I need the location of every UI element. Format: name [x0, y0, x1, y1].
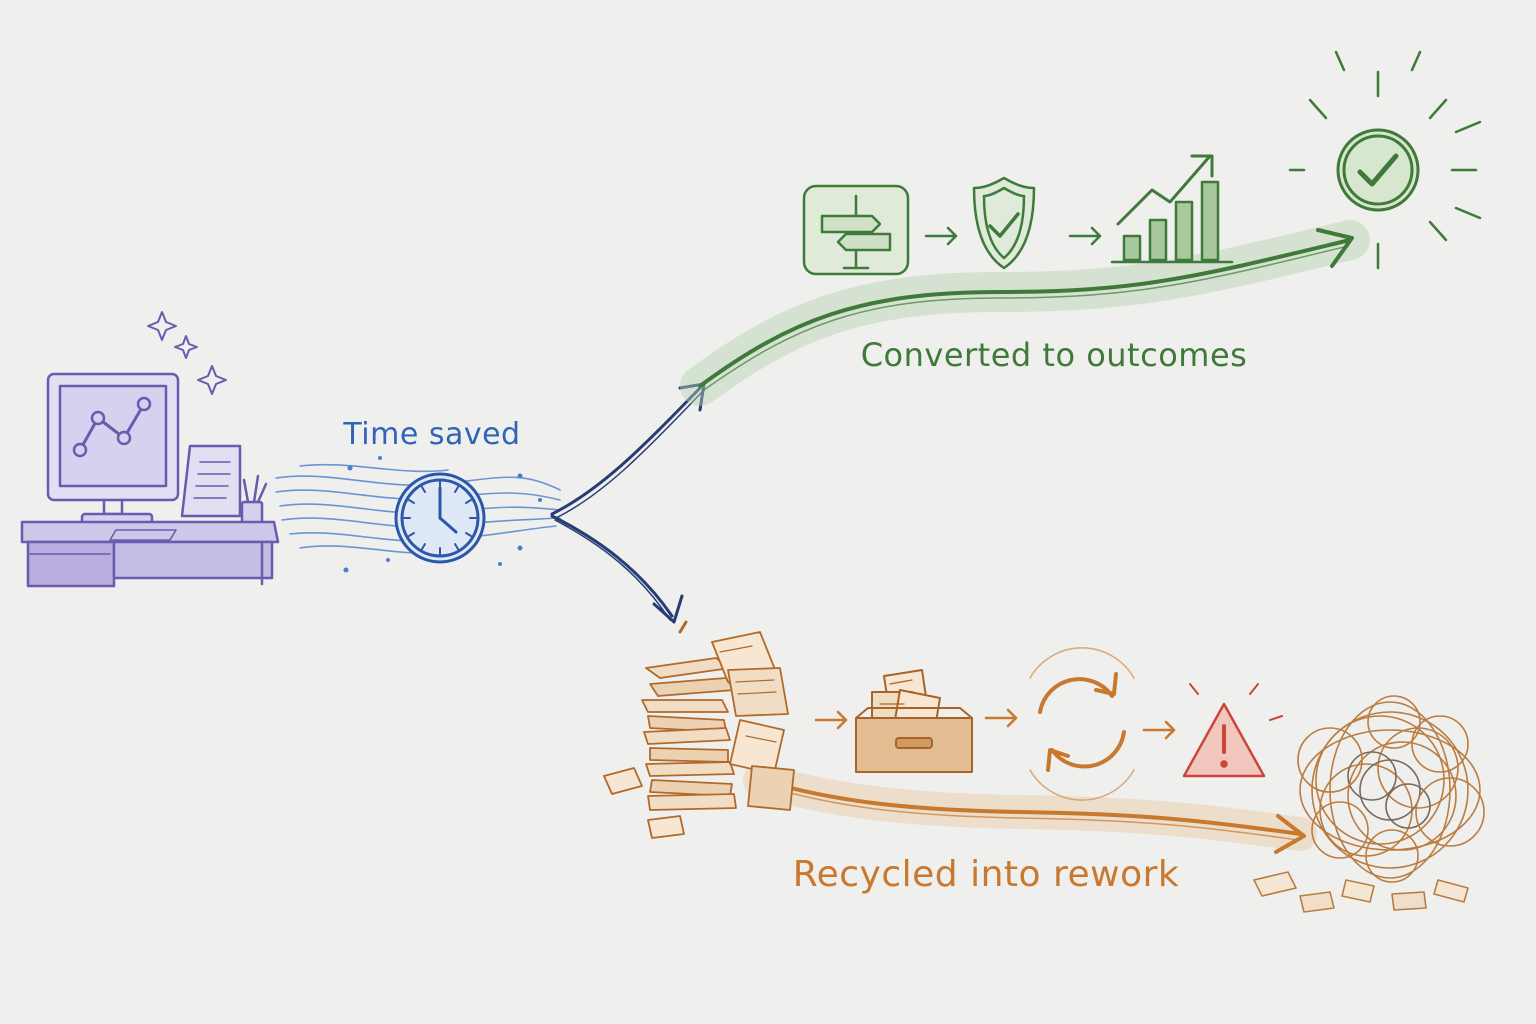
warning-icon [1182, 683, 1283, 778]
arrow-green-2 [1068, 226, 1102, 246]
signpost-icon [802, 184, 910, 276]
green-path [680, 220, 1370, 406]
recycled-label: Recycled into rework [793, 854, 1180, 895]
desk-computer-icon [20, 311, 280, 588]
inbox-tray-icon [855, 669, 973, 773]
shield-check-icon [972, 176, 1036, 270]
refresh-cycle-icon [1029, 647, 1135, 801]
orange-path [743, 763, 1317, 854]
tangled-scribble-icon [1253, 695, 1485, 913]
flow-dots [343, 456, 542, 573]
arrow-orange-3 [1142, 720, 1176, 740]
arrow-orange-2 [984, 708, 1018, 728]
arrow-green-1 [924, 226, 958, 246]
paper-pile-icon [603, 620, 795, 839]
converted-label: Converted to outcomes [861, 336, 1248, 374]
clock-icon [394, 472, 486, 564]
arrow-orange-1 [814, 710, 848, 730]
check-circle-icon [1288, 50, 1482, 270]
growth-chart-icon [1110, 154, 1234, 264]
time-saved-label: Time saved [342, 417, 520, 452]
fork-arrows [550, 382, 706, 624]
